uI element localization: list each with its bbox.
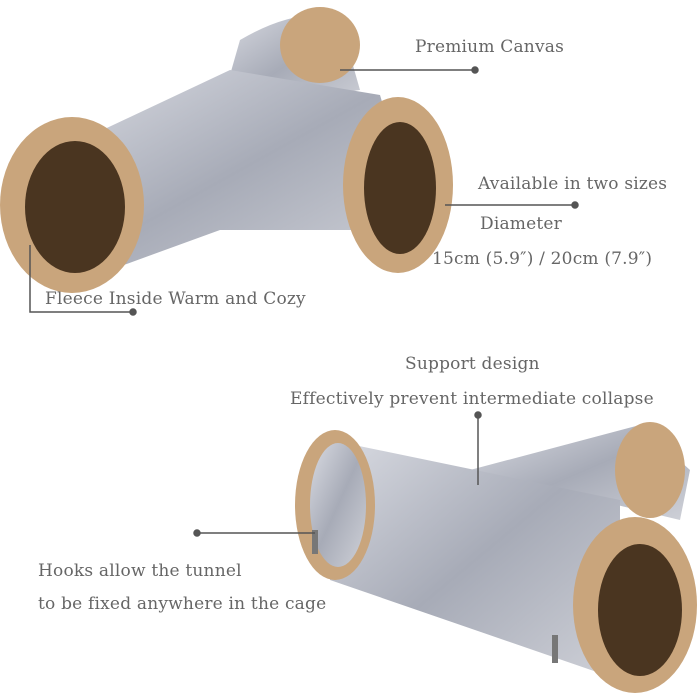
hook-icon <box>312 530 318 554</box>
fleece-opening-right <box>343 97 453 273</box>
fleece-opening-left <box>0 117 144 293</box>
t-tunnel-bottom <box>295 422 697 693</box>
diameter-values: 15cm (5.9″) / 20cm (7.9″) <box>432 249 653 269</box>
sizes-label: Available in two sizes <box>478 174 668 194</box>
callout-lines <box>29 66 579 537</box>
hooks-label-line1: Hooks allow the tunnel <box>38 561 242 581</box>
hook-icon <box>552 635 558 663</box>
hooks-label-line2: to be fixed anywhere in the cage <box>38 594 327 614</box>
fleece-opening-front <box>573 517 697 693</box>
fleece-label: Fleece Inside Warm and Cozy <box>45 289 306 309</box>
t-tunnel-top <box>0 7 453 293</box>
premium-canvas-label: Premium Canvas <box>415 37 565 57</box>
support-title: Support design <box>405 354 540 374</box>
support-description: Effectively prevent intermediate collaps… <box>290 389 654 409</box>
diameter-label: Diameter <box>480 214 563 234</box>
